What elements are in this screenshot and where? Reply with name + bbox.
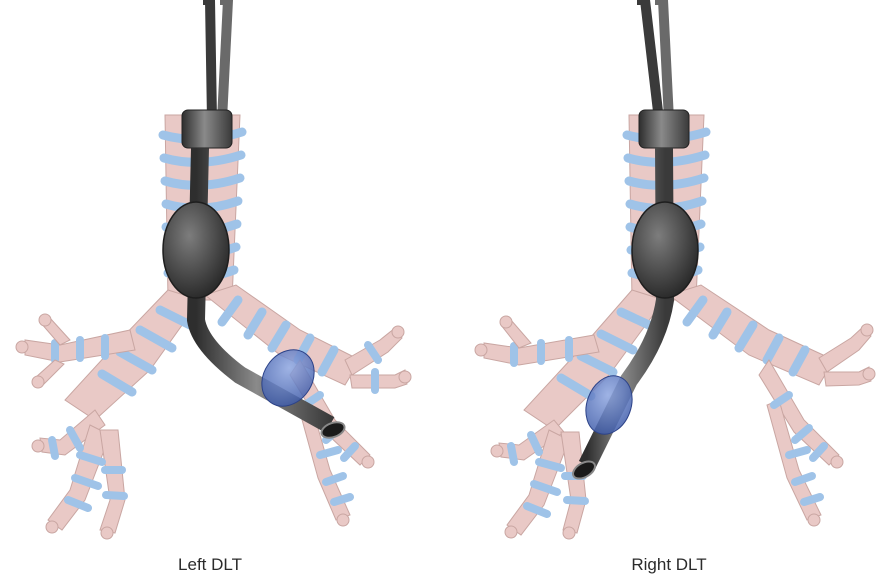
bronchial-tree xyxy=(16,115,411,539)
tube-connector xyxy=(639,110,689,148)
bronchial-tree xyxy=(475,115,875,539)
tracheal-cuff xyxy=(632,202,698,298)
right-dlt-illustration xyxy=(459,0,879,583)
right-dlt-caption: Right DLT xyxy=(459,555,879,575)
right-dlt-panel: Right DLT xyxy=(459,0,879,583)
left-dlt-illustration xyxy=(0,0,420,583)
tube-connector xyxy=(182,110,232,148)
left-dlt-panel: Left DLT xyxy=(0,0,420,583)
tracheal-cuff xyxy=(163,202,229,298)
double-lumen-tube xyxy=(570,0,698,482)
left-dlt-caption: Left DLT xyxy=(0,555,420,575)
